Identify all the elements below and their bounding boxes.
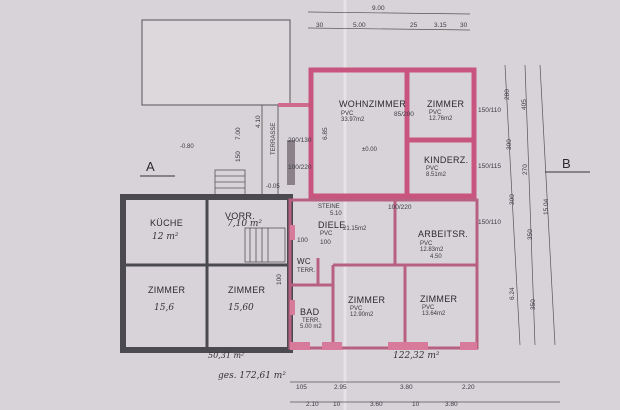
dim-arbeitsr: 4.50 [430, 254, 442, 260]
room-label-zimmer-sw: ZIMMER [148, 285, 186, 295]
dim-right: 300 [506, 139, 513, 150]
area-kueche: 12 m² [152, 232, 179, 242]
dim-misc: 100 [320, 239, 331, 246]
floor-zimmer-se1: PVC [350, 306, 363, 312]
room-label-bad: BAD [300, 307, 320, 317]
total-old-part: 50,31 m² [208, 351, 245, 360]
label-terrasse: TERRASSE [271, 122, 277, 155]
floor-diele: PVC [320, 231, 333, 237]
floor-kinderz: PVC [426, 166, 439, 172]
dim-bottom: 3.60 [370, 401, 383, 408]
dim-bottom: 2.20 [462, 384, 475, 391]
new-building-walls [308, 67, 477, 199]
dim-top-overall: 9.00 [372, 5, 385, 12]
room-label-zimmer-ne: ZIMMER [427, 99, 465, 109]
room-label-vorr: VORR. [225, 211, 256, 221]
dim-right: 405 [521, 99, 528, 110]
area-vorr: 7,10 m² [227, 219, 263, 229]
room-label-zimmer-s: ZIMMER [228, 285, 266, 295]
carport-outline [141, 19, 291, 106]
area-wohnzimmer: 33.97m2 [341, 117, 365, 123]
dim-bottom: 10 [333, 401, 341, 408]
level-garden: -0.80 [180, 144, 194, 150]
area-zimmer-se2: 13.64m2 [422, 311, 446, 317]
level-entry: -0.05 [266, 184, 280, 190]
window-dim: 150/110 [478, 219, 502, 226]
dim-misc: 100/220 [288, 164, 312, 171]
dim-steine: 5.10 [330, 211, 342, 217]
dim-misc: 6.85 [322, 127, 329, 140]
area-bad: 5.00 m2 [300, 324, 322, 330]
window-dim: 150/115 [478, 163, 502, 170]
floor-bad: TERR. [302, 318, 320, 324]
room-label-wc: WC [297, 257, 311, 266]
window-dim: 150/110 [478, 107, 502, 114]
floor-zimmer-ne: PVC [429, 110, 442, 116]
dim-right: 300 [509, 194, 516, 205]
dim-top: 25 [410, 22, 418, 29]
dim-top: 30 [460, 22, 468, 29]
area-zimmer-sw: 15,6 [154, 303, 175, 313]
dim-top: 3.15 [434, 22, 447, 29]
floor-wc: TERR. [297, 268, 315, 274]
level-living: ±0.00 [362, 147, 377, 153]
room-label-kueche: KÜCHE [150, 218, 184, 228]
area-diele: 21.15m2 [343, 226, 367, 232]
area-arbeitsr: 12.83m2 [420, 247, 444, 253]
dim-misc: 100 [297, 237, 308, 244]
section-marker-a: A [146, 159, 155, 174]
dim-misc: 100 [276, 274, 283, 285]
dim-bottom: 105 [296, 384, 307, 391]
total-new-part: 122,32 m² [393, 351, 440, 361]
room-label-zimmer-se1: ZIMMER [348, 295, 386, 305]
room-label-kinderz: KINDERZ. [424, 155, 469, 165]
floor-wohnzimmer: PVC [341, 111, 354, 117]
floor-zimmer-se2: PVC [422, 305, 435, 311]
area-kinderz: 8.51m2 [426, 172, 447, 178]
dim-right-overall: 15.04 [543, 198, 550, 215]
dim-right: 270 [522, 164, 529, 175]
dim-misc: 4.10 [255, 115, 262, 128]
dim-misc: 85/200 [394, 111, 414, 118]
dim-right: 350 [530, 299, 537, 310]
dim-bottom: 2.95 [334, 384, 347, 391]
dim-misc: 7.00 [235, 127, 242, 140]
dim-right: 350 [527, 229, 534, 240]
dim-right: 280 [504, 89, 511, 100]
room-label-diele: DIELE [318, 220, 346, 230]
outdoor-steps [214, 169, 246, 196]
room-label-wohnzimmer: WOHNZIMMER [339, 99, 406, 109]
stair [244, 227, 286, 263]
dim-bottom: 10 [412, 401, 420, 408]
room-label-zimmer-se2: ZIMMER [420, 294, 458, 304]
dim-misc: 200/130 [288, 137, 312, 144]
dim-top: 30 [316, 22, 324, 29]
dim-misc: 100/220 [388, 204, 412, 211]
dim-bottom: 3.80 [400, 384, 413, 391]
label-steine: STEINE [318, 204, 340, 210]
dim-bottom: 2.10 [306, 401, 319, 408]
dim-top: 5.00 [353, 22, 366, 29]
total-overall: ges. 172,61 m² [218, 371, 286, 381]
dim-right: 6.24 [509, 287, 516, 300]
area-zimmer-s: 15,60 [228, 303, 254, 313]
floor-arbeitsr: PVC [420, 241, 433, 247]
room-label-arbeitsr: ARBEITSR. [418, 229, 469, 239]
dim-bottom: 3.80 [445, 401, 458, 408]
area-zimmer-ne: 12.76m2 [429, 116, 453, 122]
section-marker-b: B [562, 156, 571, 171]
area-zimmer-se1: 12.90m2 [350, 312, 374, 318]
dimension-lines [290, 11, 560, 403]
dim-misc: 150 [235, 151, 242, 162]
